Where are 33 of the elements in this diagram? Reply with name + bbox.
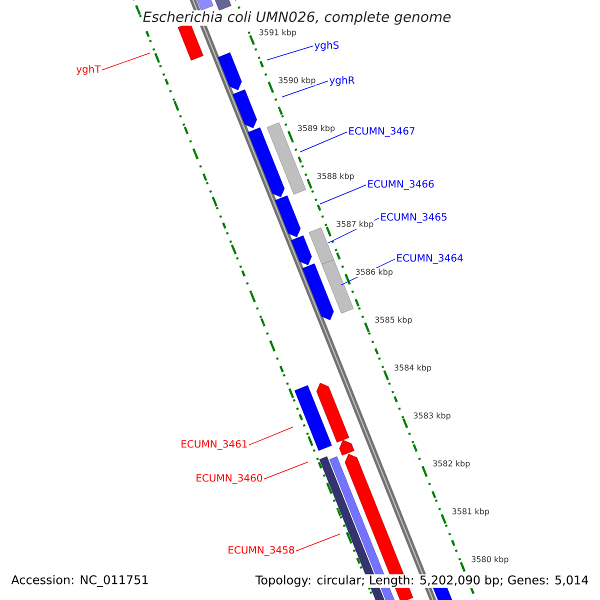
tick-label: 3588 kbp	[316, 172, 355, 182]
leader-line	[296, 534, 340, 552]
gene-label: yghT	[76, 65, 101, 75]
gene-label: ECUMN_3467	[349, 127, 415, 137]
tick-label: 3589 kbp	[296, 124, 336, 134]
tick-label: 3581 kbp	[451, 508, 490, 516]
gene-label: ECUMN_3466	[368, 180, 434, 190]
gene-label: ECUMN_3458	[228, 546, 294, 556]
leader-line	[248, 426, 294, 446]
tick-label: 3586 kbp	[354, 268, 394, 277]
topology-text: Topology: circular; Length: 5,202,090 bp; Genes: 5,014	[254, 574, 590, 588]
tick-label: 3582 kbp	[432, 460, 471, 469]
leader-line	[300, 132, 348, 152]
tick-label: 3587 kbp	[335, 220, 374, 230]
gene-label: yghR	[330, 76, 354, 86]
title: Escherichia coli UMN026, complete genome	[142, 10, 452, 26]
tick-label: 3591 kbp	[258, 28, 298, 38]
tick-label: 3580 kbp	[470, 555, 510, 564]
tick-label: 3583 kbp	[412, 412, 452, 421]
gene-label: ECUMN_3461	[182, 440, 247, 450]
tick-label: 3590 kbp	[278, 76, 316, 86]
tick-label: 3584 kbp	[393, 364, 432, 373]
leader-line	[320, 184, 366, 204]
gene-label: ECUMN_3464	[397, 254, 463, 264]
tick-label: 3585 kbp	[374, 316, 413, 325]
accession-text: Accession: NC_011751	[10, 574, 150, 588]
gene-label: yghS	[314, 41, 339, 51]
gene-label: ECUMN_3465	[381, 213, 446, 223]
leader-line	[266, 46, 314, 60]
leader-line	[264, 462, 308, 480]
leader-line	[282, 80, 328, 98]
leader-line	[102, 52, 150, 70]
gene-label: ECUMN_3460	[196, 474, 262, 484]
